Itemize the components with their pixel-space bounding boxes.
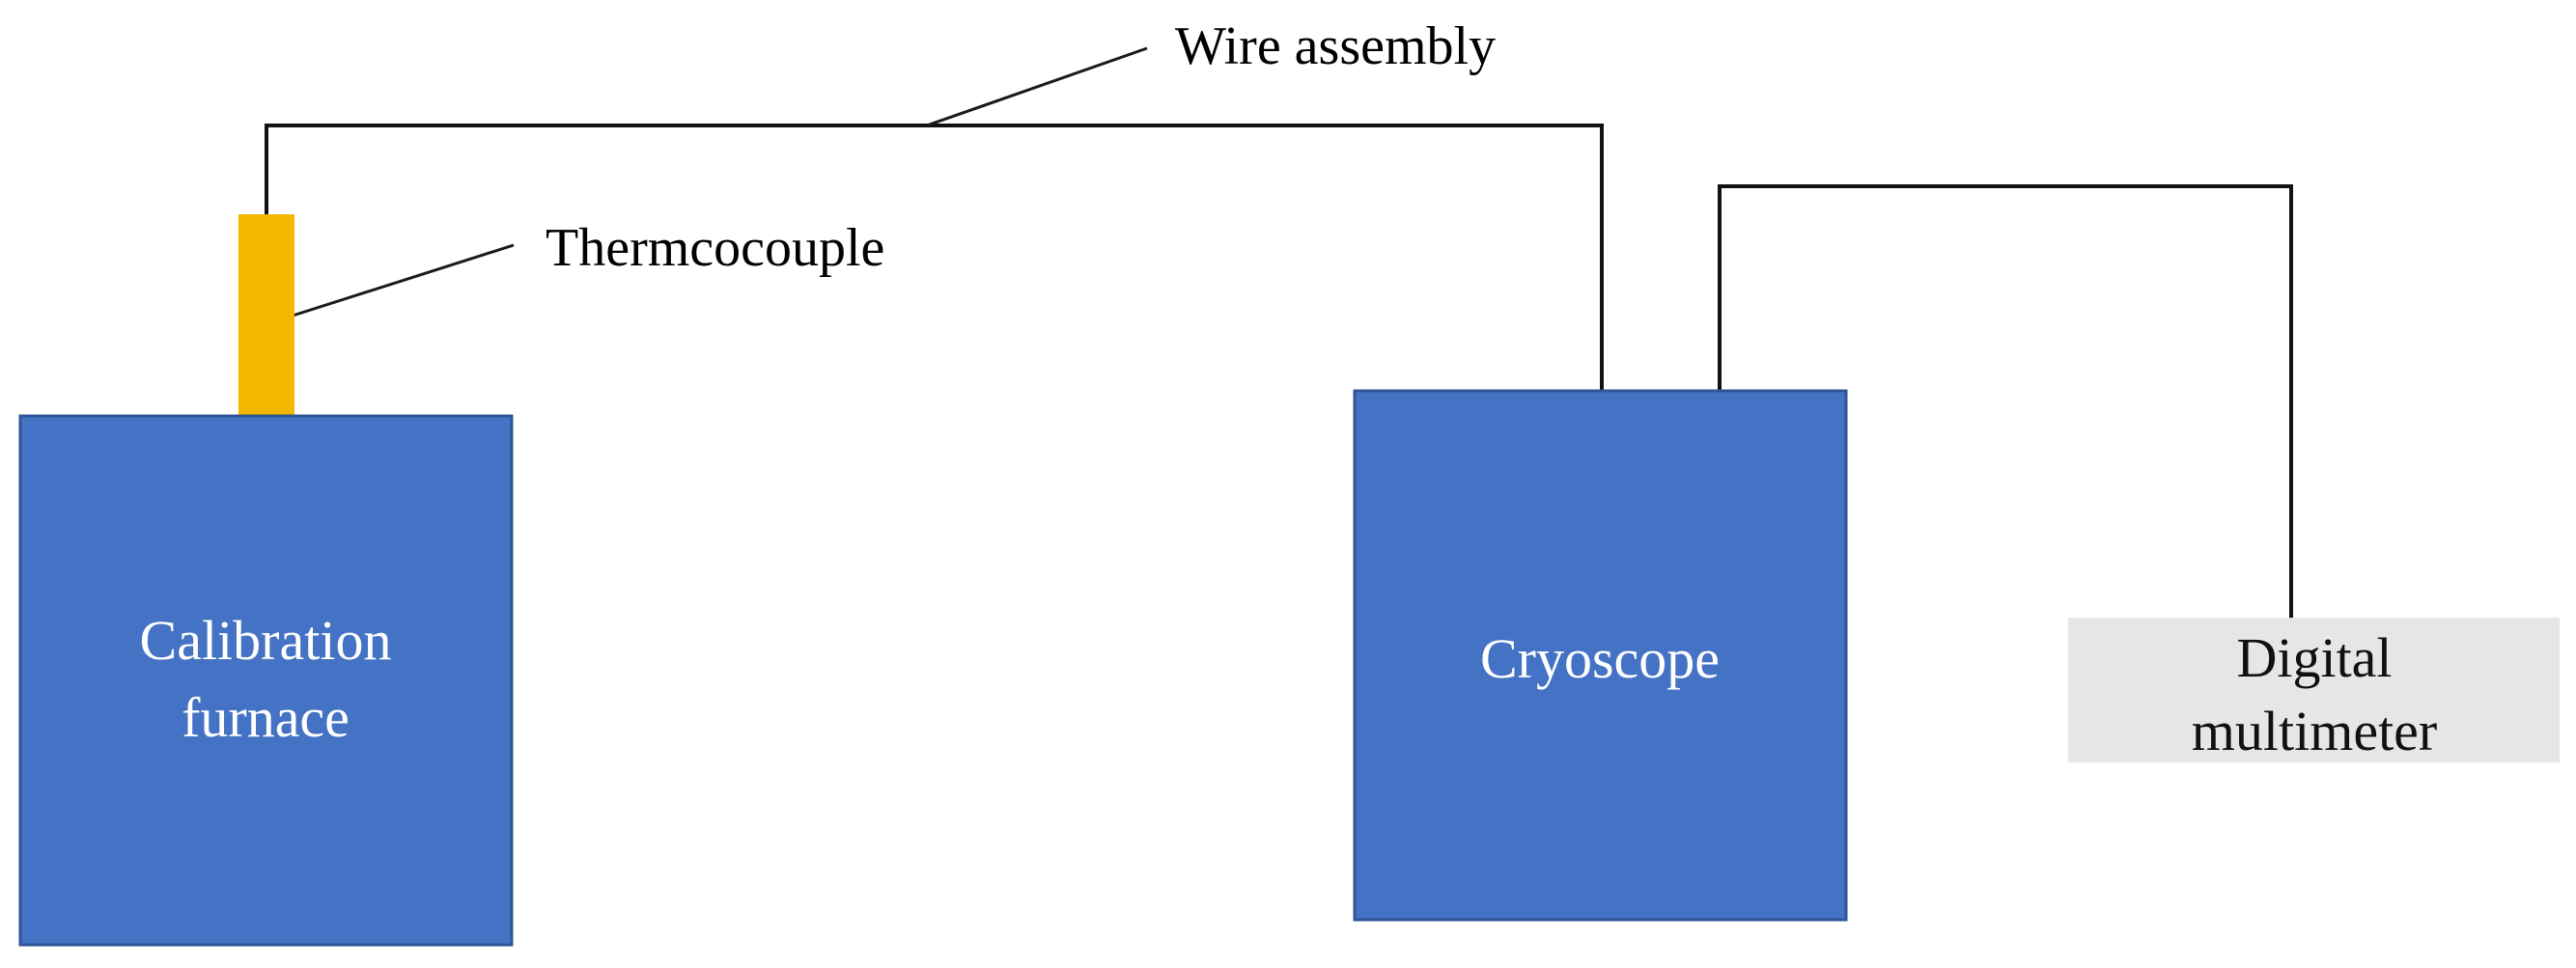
wire-assembly-line xyxy=(265,124,1604,391)
wire-assembly-label: Wire assembly xyxy=(1175,16,1496,76)
thermocouple-leader xyxy=(289,243,515,318)
cryoscope-box xyxy=(1353,389,1848,922)
digital-multimeter-label-line1: Digital xyxy=(2236,626,2392,689)
thermocouple-label: Thermcocouple xyxy=(546,218,884,278)
multimeter-wire xyxy=(1718,184,2293,618)
thermocouple-probe xyxy=(238,214,294,423)
calibration-furnace-label-line1: Calibration xyxy=(140,609,392,672)
cryoscope-label: Cryoscope xyxy=(1480,627,1720,690)
calibration-furnace-label-line2: furnace xyxy=(182,686,350,749)
digital-multimeter-box xyxy=(2068,618,2560,762)
wire-assembly-leader xyxy=(926,46,1148,127)
digital-multimeter-label-line2: multimeter xyxy=(2192,700,2438,762)
calibration-furnace-box xyxy=(18,414,514,947)
